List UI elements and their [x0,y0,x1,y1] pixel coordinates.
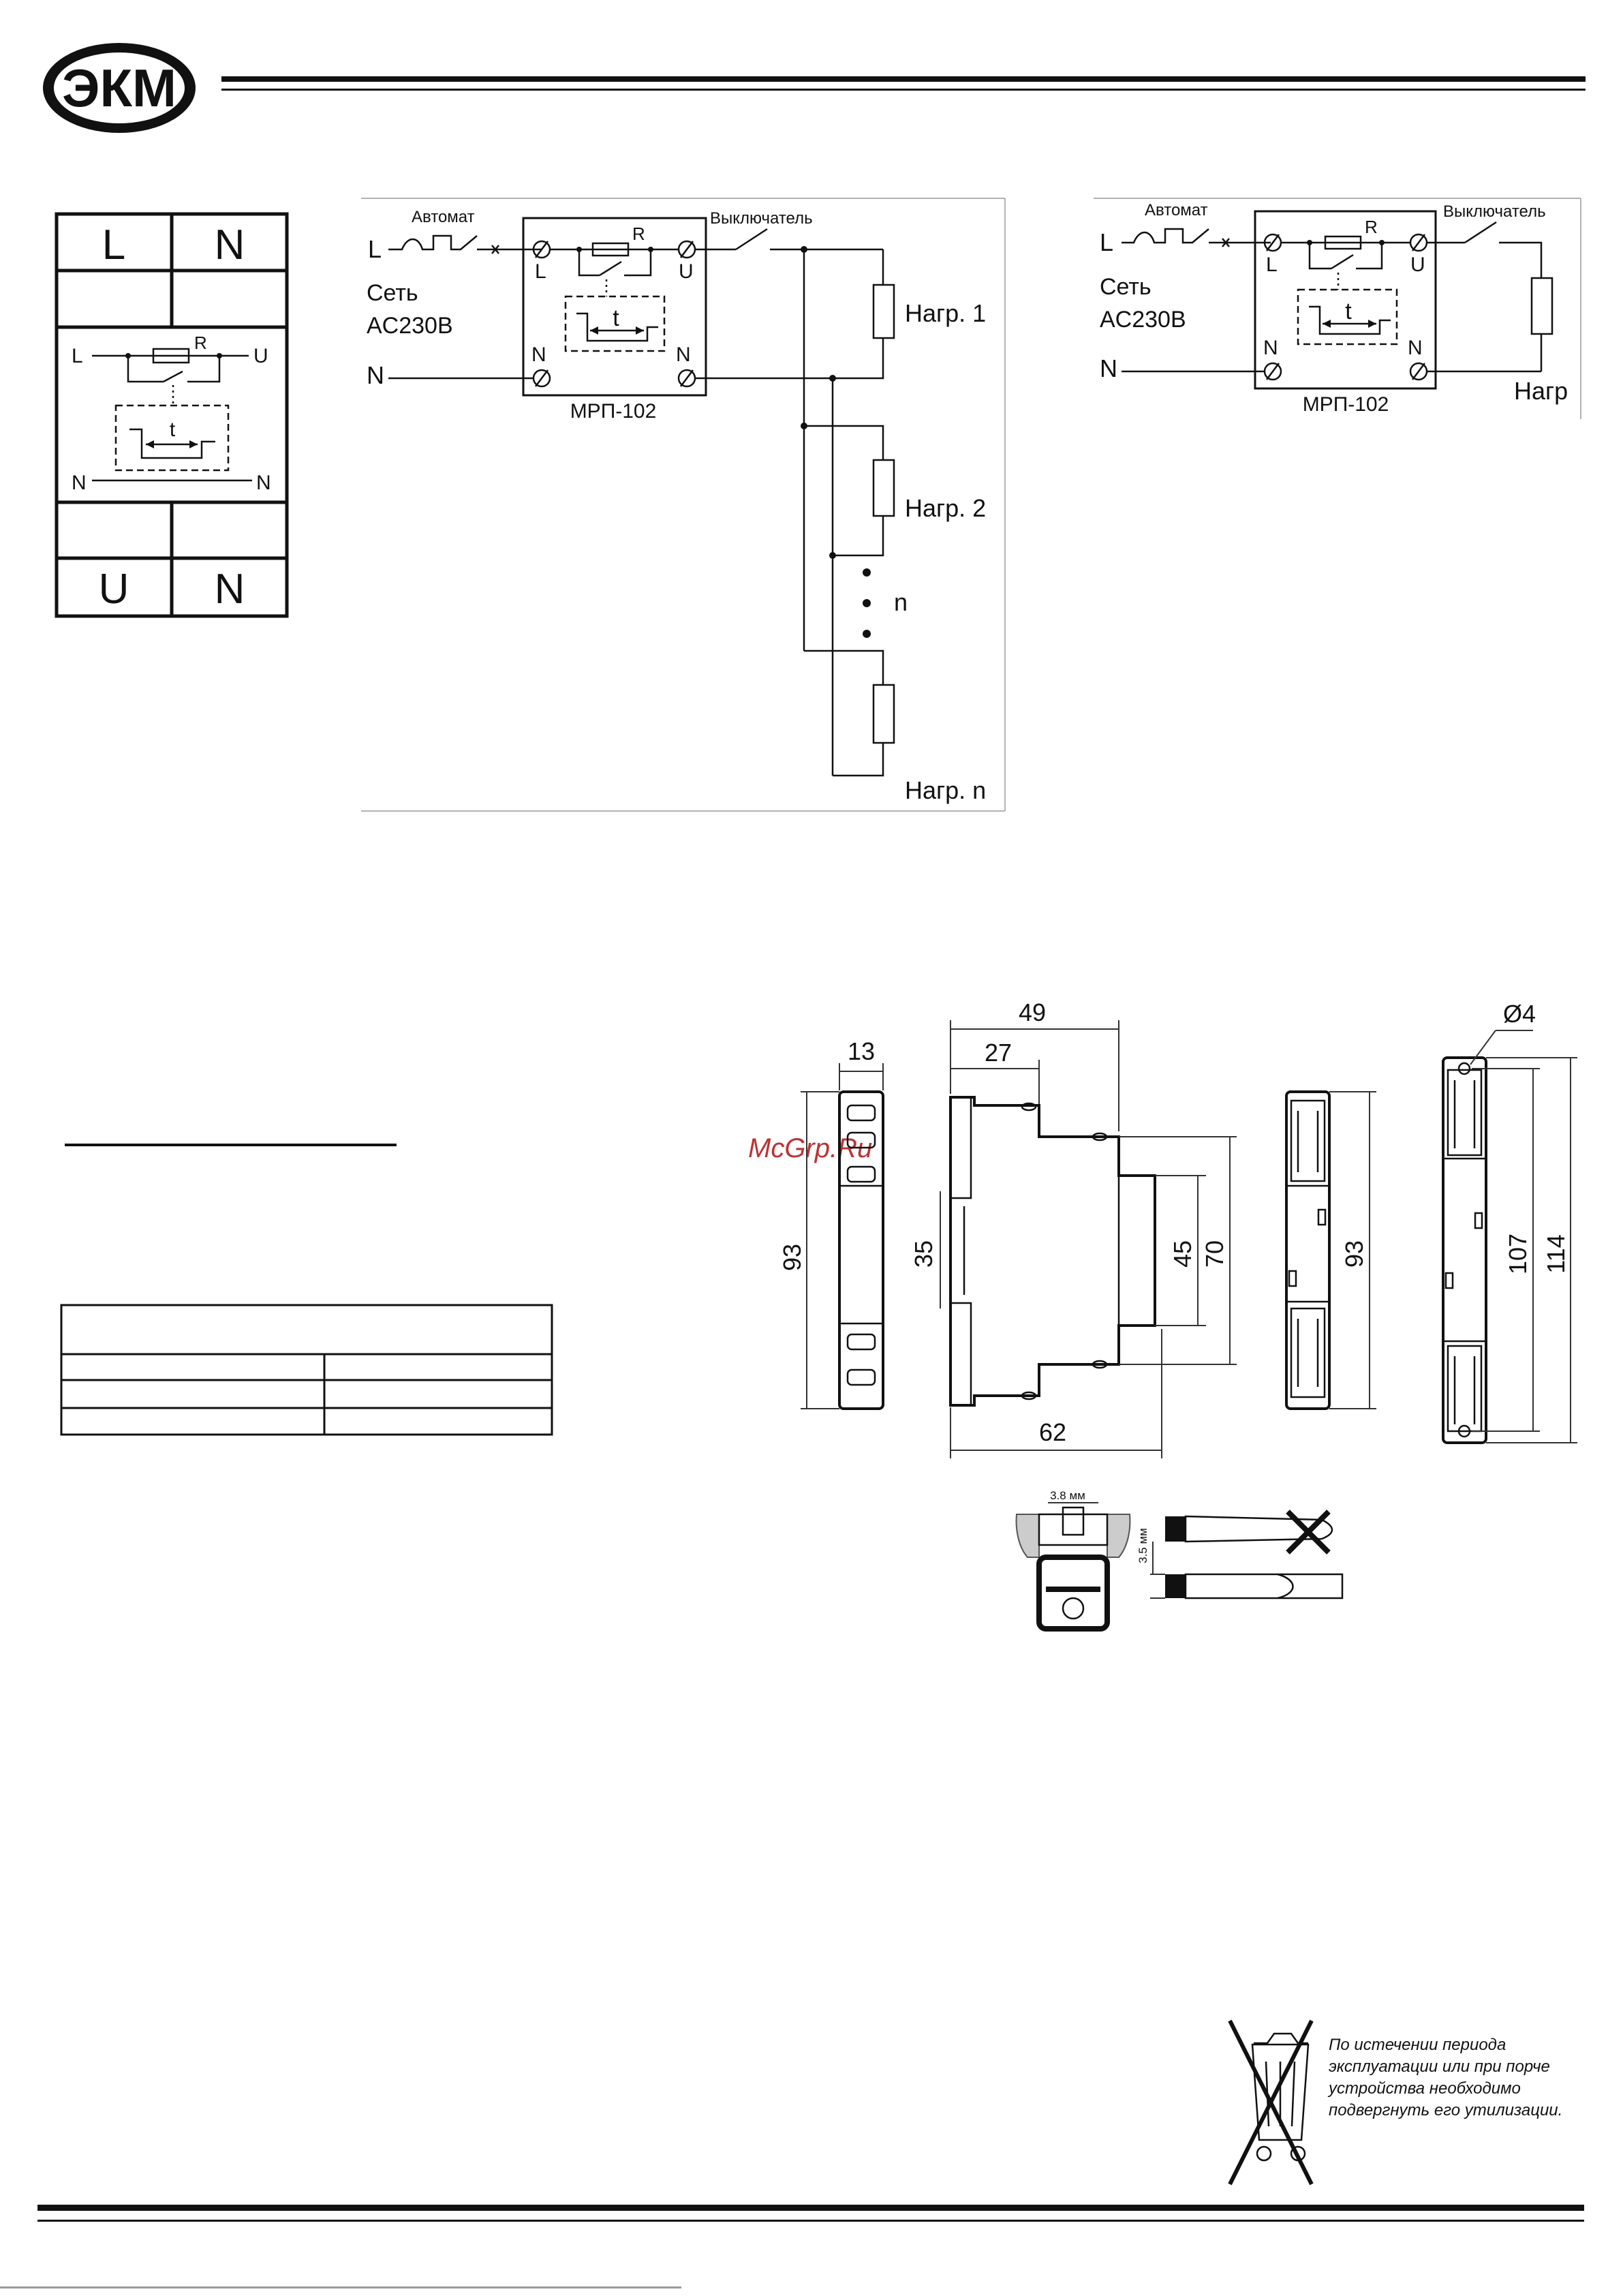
label-network-1-2: Сеть [1100,274,1151,300]
terminal-top-right: N [215,221,245,269]
dimension-front-view: 13 93 [778,1037,884,1410]
load-1-resistor [872,284,895,339]
footer-rule-thin [37,2220,1584,2222]
dim-front-height: 93 [778,1244,806,1271]
terminal-block-diagram: L N U N L U R t N N [55,212,289,618]
dimension-back-view: 93 [1285,1090,1376,1410]
disposal-line-2: эксплуатации или при порче [1329,2057,1550,2076]
dimension-side-view: 49 27 62 35 45 70 [910,998,1237,1458]
label-N: N [367,361,384,389]
wiring-diagram-multi: Автомат Выключатель L Сеть AC230В N L U … [361,198,1006,812]
dim-side-half-width: 27 [985,1039,1012,1067]
dim-back-height: 93 [1340,1240,1368,1268]
term-N2: N [676,343,691,366]
load-n-marker: n [894,588,908,616]
label-L: L [368,235,382,263]
label-L-2: L [1100,228,1113,256]
terminal-bottom-left: U [99,566,129,613]
label-R-2: R [1365,217,1378,237]
label-breaker-2: Автомат [1145,201,1208,219]
header-rule-thin [221,89,1586,91]
dim-side-rail: 35 [910,1240,938,1268]
term-N2-2: N [1408,337,1423,359]
dim-slot-width: 3.8 мм [1050,1489,1085,1502]
label-network-2: AC230В [367,313,453,339]
inner-label-U: U [253,345,268,367]
disposal-line-4: подвергнуть его утилизации. [1329,2101,1562,2119]
label-network-2-2: AC230В [1100,307,1186,333]
logo-text: ЭКМ [62,58,176,118]
dim-front-width: 13 [848,1037,875,1065]
label-breaker: Автомат [412,208,475,226]
dim-side-inner: 45 [1169,1240,1196,1268]
relay-name: МРП-102 [570,400,657,423]
screwdriver-detail: 3.8 мм 3.5 мм [1015,1489,1344,1632]
header-rule-thick [221,76,1586,82]
label-switch-2: Выключатель [1443,202,1546,221]
dim-far-height-inner: 107 [1504,1234,1532,1274]
dim-far-height-outer: 114 [1542,1234,1570,1273]
term-N1-2: N [1263,337,1278,359]
inner-label-t: t [170,418,176,441]
dim-side-depth: 62 [1039,1418,1066,1446]
load-2-resistor [872,459,895,517]
dimension-far-view: Ø4 107 114 [1442,1000,1577,1444]
load-n-resistor [872,684,895,744]
load-1-label: Нагр. 1 [905,299,986,327]
load-resistor [1530,277,1554,335]
inner-label-R: R [194,333,207,353]
load-2-label: Нагр. 2 [905,494,986,522]
disposal-line-1: По истечении периода [1329,2036,1506,2054]
term-U-2: U [1410,254,1425,276]
dim-side-height: 70 [1201,1240,1228,1268]
resistor-symbol [152,348,190,364]
term-U: U [679,260,694,283]
dim-side-total-width: 49 [1019,998,1046,1026]
page-bottom-edge [0,2286,681,2289]
terminal-top-left: L [102,221,125,269]
terminal-bottom-right: N [215,566,245,613]
term-L: L [535,260,546,283]
inner-label-N-left: N [72,472,87,494]
label-N-2: N [1100,354,1117,382]
inner-label-L: L [72,345,83,367]
wiring-diagram-single: Автомат Выключатель L Сеть AC230В N L U … [1094,198,1581,419]
load-n-label: Нагр. n [905,776,986,804]
dim-blade-thickness: 3.5 мм [1137,1528,1149,1563]
term-L-2: L [1266,254,1278,276]
footer-rule-thick [37,2205,1584,2211]
inner-label-N-right: N [256,472,271,494]
crossed-bin-icon [1228,2019,1314,2186]
empty-spec-table [60,1304,553,1436]
disposal-line-3: устройства необходимо [1327,2079,1521,2098]
relay-box-2 [1254,210,1437,390]
label-t: t [613,305,619,331]
term-N1: N [531,343,546,366]
label-network-1: Сеть [367,280,418,306]
disposal-notice: По истечении периода эксплуатации или пр… [1228,2019,1562,2186]
dim-far-hole: Ø4 [1503,1000,1536,1028]
header: ЭКМ [43,43,1586,133]
relay-name-2: МРП-102 [1303,393,1389,416]
label-R: R [632,224,645,244]
load-label: Нагр [1514,377,1568,405]
label-switch: Выключатель [710,209,813,228]
label-t-2: t [1345,299,1352,324]
relay-box [522,217,707,397]
